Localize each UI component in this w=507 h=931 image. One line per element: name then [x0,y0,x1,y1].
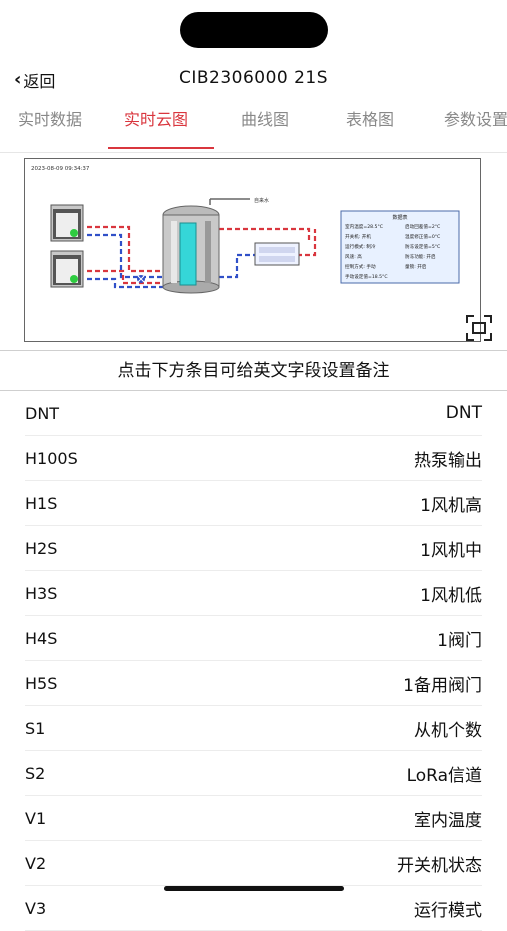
field-key: S1 [25,718,46,738]
field-value: 1风机低 [420,585,482,606]
field-list: DNT DNT H100S 热泵输出 H1S 1风机高 H2S 1风机中 H3S 1风机低… [25,391,482,931]
list-item[interactable]: V1 室内温度 [25,796,482,841]
field-key: DNT [25,403,60,423]
data-table-title: 数据表 [392,214,407,221]
water-tank[interactable] [162,205,220,294]
list-item[interactable]: H1S 1风机高 [25,481,482,526]
tab-realtime-diagram[interactable]: 实时云图 [124,110,189,129]
field-key: H100S [25,448,78,468]
field-value: 1风机中 [420,540,482,561]
field-key: V2 [25,853,47,873]
table-cell: 控制方式: 手动 [345,263,376,270]
field-value: 从机个数 [414,720,482,741]
remark-hint: 点击下方条目可给英文字段设置备注 [117,361,390,381]
table-cell: 开关机: 开机 [345,233,371,240]
list-item[interactable]: DNT DNT [25,391,482,436]
indoor-fan-coil[interactable] [254,242,300,266]
water-inlet-label: 自来水 [254,197,269,204]
field-key: H1S [25,493,58,513]
tab-realtime-data[interactable]: 实时数据 [18,110,83,129]
table-cell: 防冻功能: 开启 [405,253,436,260]
field-key: H2S [25,538,58,558]
field-value: 开关机状态 [397,855,482,876]
table-cell: 手动设定值=18.5°C [345,273,388,280]
list-item[interactable]: H4S 1阀门 [25,616,482,661]
list-item[interactable]: S2 LoRa信道 [25,751,482,796]
field-value: 1风机高 [420,495,482,516]
field-value: DNT [445,403,482,423]
back-label: 返回 [23,72,56,91]
table-cell: 风速: 高 [345,253,362,260]
list-item[interactable]: S1 从机个数 [25,706,482,751]
field-value: 1备用阀门 [403,675,482,696]
fullscreen-scan-icon[interactable] [465,314,493,342]
nav-header: ‹ 返回 CIB2306000 21S [0,60,507,96]
active-tab-indicator [108,147,214,149]
page-title: CIB2306000 21S [178,68,329,88]
list-item[interactable]: H5S 1备用阀门 [25,661,482,706]
table-cell: 防冻设定值=5°C [405,243,440,250]
field-key: H3S [25,583,58,603]
divider [0,390,507,391]
field-value: 室内温度 [414,810,482,831]
tab-bar: 实时数据 实时云图 曲线图 表格图 参数设置 [0,96,507,153]
field-value: 热泵输出 [414,450,482,471]
list-item[interactable]: V2 开关机状态 [25,841,482,886]
list-item[interactable]: H100S 热泵输出 [25,436,482,481]
system-diagram[interactable]: 2023-08-09 09:34:37 自来水 [24,158,481,342]
field-value: 运行模式 [414,900,482,921]
table-cell: 运行模式: 制冷 [345,243,376,250]
field-value: 1阀门 [437,630,482,651]
list-item[interactable]: V3 运行模式 [25,886,482,931]
home-indicator[interactable] [164,886,344,891]
tab-curve-chart[interactable]: 曲线图 [241,110,290,129]
divider [0,350,507,351]
tab-table-chart[interactable]: 表格图 [346,110,395,129]
table-cell: 温度修正值=0°C [405,233,440,240]
chevron-left-icon: ‹ [14,69,22,90]
table-cell: 启动回差值=2°C [405,223,440,230]
table-cell: 室内温度=28.5°C [345,223,383,230]
heat-pump-unit-2[interactable] [50,250,84,288]
field-key: V1 [25,808,47,828]
heat-pump-unit-1[interactable] [50,204,84,242]
diagram-timestamp: 2023-08-09 09:34:37 [31,166,90,172]
circulation-pump [137,275,145,283]
field-key: H5S [25,673,58,693]
list-item[interactable]: H3S 1风机低 [25,571,482,616]
data-table-panel: 数据表 室内温度=28.5°C 启动回差值=2°C 开关机: 开机 温度修正值=… [340,210,460,284]
back-button[interactable]: ‹ 返回 [14,68,55,92]
field-value: LoRa信道 [406,765,482,786]
field-key: V3 [25,898,47,918]
status-bar-notch [180,12,328,48]
list-item[interactable]: H2S 1风机中 [25,526,482,571]
field-key: H4S [25,628,58,648]
table-cell: 童锁: 开启 [405,263,427,270]
tab-parameter-settings[interactable]: 参数设置 [444,110,507,129]
field-key: S2 [25,763,46,783]
